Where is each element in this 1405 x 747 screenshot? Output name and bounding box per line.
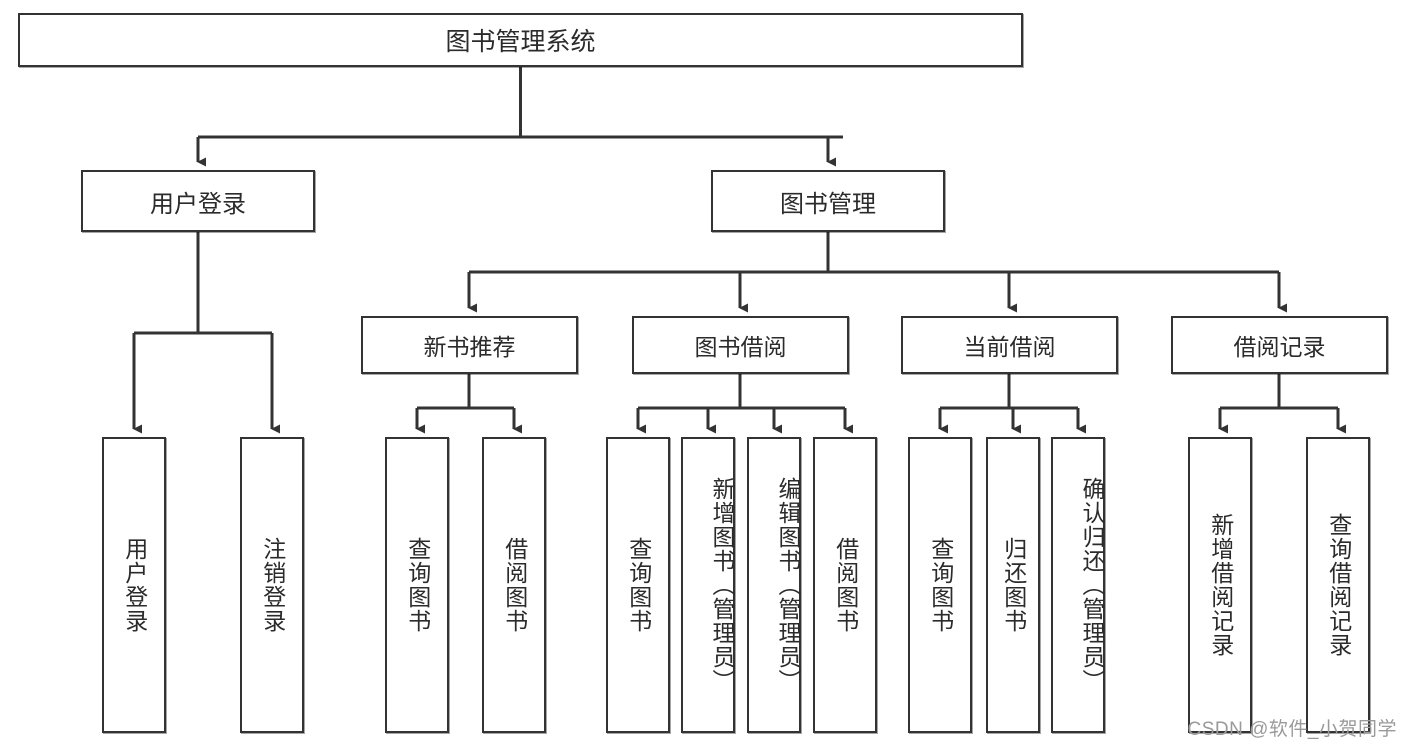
- node-borrow-record[interactable]: 借阅记录: [1171, 316, 1388, 374]
- node-label: 新书推荐: [423, 334, 516, 360]
- node-label: 借阅记录: [1233, 334, 1326, 360]
- node-book-manage[interactable]: 图书管理: [711, 170, 945, 232]
- node-label: 借阅图书: [832, 537, 859, 633]
- node-current-borrow[interactable]: 当前借阅: [901, 316, 1118, 374]
- node-label: 借阅图书: [501, 537, 528, 633]
- node-leaf-confirm-return-admin[interactable]: 确认归还（管理员）: [1051, 437, 1105, 733]
- node-leaf-borrow-book-rec[interactable]: 借阅图书: [482, 437, 546, 733]
- node-label: 查询借阅记录: [1325, 513, 1352, 657]
- node-leaf-user-logout[interactable]: 注销登录: [240, 437, 304, 733]
- node-leaf-return-book[interactable]: 归还图书: [986, 437, 1040, 733]
- node-leaf-edit-book-admin[interactable]: 编辑图书（管理员）: [747, 437, 801, 733]
- node-label: 归还图书: [1000, 537, 1027, 633]
- node-new-book-recommend[interactable]: 新书推荐: [361, 316, 578, 374]
- node-label: 查询图书: [927, 537, 954, 633]
- node-leaf-borrow-book[interactable]: 借阅图书: [813, 437, 877, 733]
- node-leaf-add-book-admin[interactable]: 新增图书（管理员）: [681, 437, 735, 733]
- node-label: 图书管理系统: [445, 28, 596, 56]
- node-leaf-query-book-borrow[interactable]: 查询图书: [606, 437, 670, 733]
- node-leaf-query-borrow-record[interactable]: 查询借阅记录: [1306, 437, 1370, 733]
- node-label: 查询图书: [404, 537, 431, 633]
- node-root-system[interactable]: 图书管理系统: [18, 13, 1023, 67]
- node-label: 图书管理: [780, 190, 876, 218]
- node-label: 新增借阅记录: [1207, 513, 1234, 657]
- node-leaf-query-book-current[interactable]: 查询图书: [908, 437, 972, 733]
- node-label: 查询图书: [625, 537, 652, 633]
- node-label: 用户登录: [121, 537, 148, 633]
- node-leaf-query-book-rec[interactable]: 查询图书: [385, 437, 449, 733]
- node-leaf-user-login[interactable]: 用户登录: [102, 437, 166, 733]
- node-label: 当前借阅: [963, 334, 1056, 360]
- node-label: 编辑图书（管理员）: [775, 477, 801, 693]
- node-book-borrow[interactable]: 图书借阅: [632, 316, 849, 374]
- node-label: 新增图书（管理员）: [709, 477, 735, 693]
- node-label: 用户登录: [150, 190, 246, 218]
- csdn-watermark: CSDN @软件_小贺同学: [1187, 719, 1397, 740]
- node-label: 图书借阅: [694, 334, 787, 360]
- node-leaf-add-borrow-record[interactable]: 新增借阅记录: [1188, 437, 1252, 733]
- node-label: 注销登录: [259, 537, 286, 633]
- node-label: 确认归还（管理员）: [1079, 477, 1105, 693]
- node-user-login[interactable]: 用户登录: [81, 170, 315, 232]
